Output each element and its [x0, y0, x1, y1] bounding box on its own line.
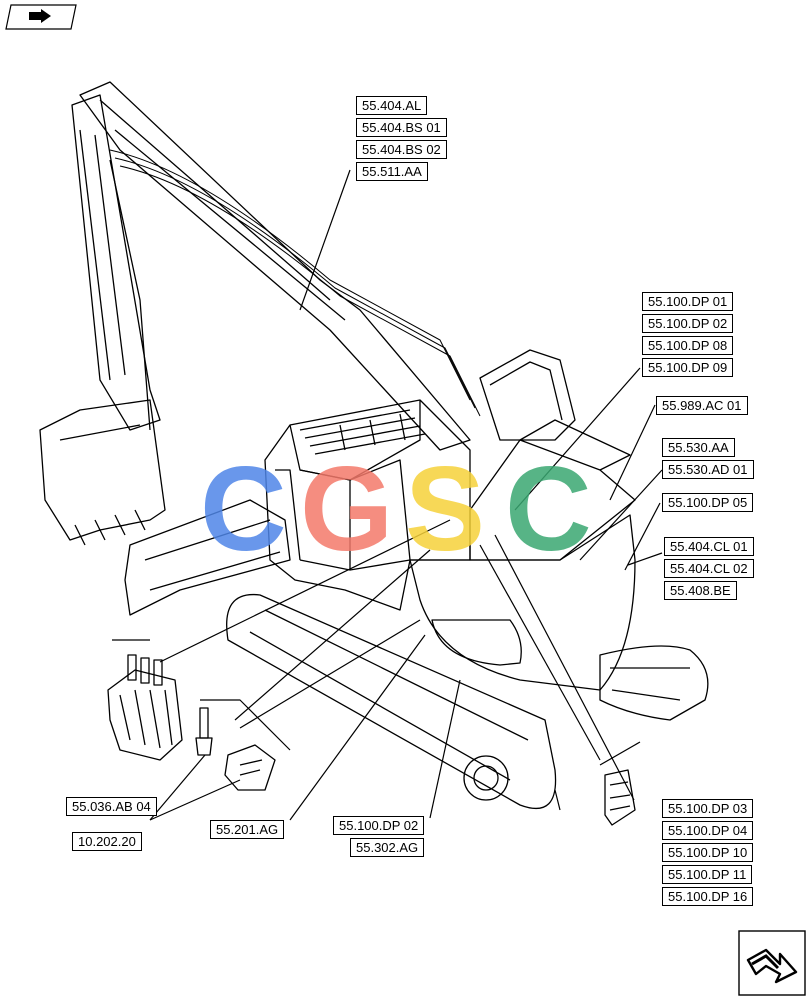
callout-55-404-al[interactable]: 55.404.AL: [356, 96, 428, 115]
callout-55-100-dp-04[interactable]: 55.100.DP 04: [662, 821, 754, 840]
callout-55-100-dp-10[interactable]: 55.100.DP 10: [662, 843, 754, 862]
callout-55-100-dp-09[interactable]: 55.100.DP 09: [642, 358, 734, 377]
callout-55-036-ab-04[interactable]: 55.036.AB 04: [66, 797, 157, 816]
callout-55-100-dp-11[interactable]: 55.100.DP 11: [662, 865, 753, 884]
callout-55-100-dp-01[interactable]: 55.100.DP 01: [642, 292, 734, 311]
callout-55-100-dp-05[interactable]: 55.100.DP 05: [662, 493, 754, 512]
watermark: C G S C: [200, 442, 592, 576]
track-right: [599, 645, 709, 721]
callout-10-202-20[interactable]: 10.202.20: [72, 832, 142, 851]
callout-55-100-dp-16[interactable]: 55.100.DP 16: [662, 887, 754, 906]
counterweight: [409, 514, 636, 691]
fuse-box: [604, 769, 636, 826]
callout-55-100-dp-03[interactable]: 55.100.DP 03: [662, 799, 754, 818]
callout-55-404-bs-01[interactable]: 55.404.BS 01: [356, 118, 447, 137]
callout-55-100-dp-08[interactable]: 55.100.DP 08: [642, 336, 734, 355]
boom: [79, 81, 471, 451]
next-page-arrow-icon[interactable]: [738, 930, 806, 996]
control-valve-block: [107, 654, 183, 761]
callout-55-404-bs-02[interactable]: 55.404.BS 02: [356, 140, 447, 159]
callout-55-989-ac-01[interactable]: 55.989.AC 01: [656, 396, 748, 415]
callout-55-530-ad-01[interactable]: 55.530.AD 01: [662, 460, 754, 479]
callout-55-408-be[interactable]: 55.408.BE: [664, 581, 737, 600]
callout-55-100-dp-02-lower[interactable]: 55.100.DP 02: [333, 816, 425, 835]
callout-55-302-ag[interactable]: 55.302.AG: [350, 838, 425, 857]
watermark-letter: S: [405, 442, 485, 576]
relay-switch: [224, 744, 276, 791]
bucket: [39, 399, 166, 541]
watermark-letter: G: [300, 442, 393, 576]
callout-55-201-ag[interactable]: 55.201.AG: [210, 820, 285, 839]
watermark-letter: C: [200, 442, 287, 576]
arm: [71, 94, 161, 431]
callout-55-100-dp-02[interactable]: 55.100.DP 02: [642, 314, 734, 333]
pressure-sensor: [195, 707, 213, 756]
track-left-inner: [249, 609, 529, 781]
callout-55-511-aa[interactable]: 55.511.AA: [356, 162, 428, 181]
watermark-letter: C: [505, 442, 592, 576]
callout-55-404-cl-01[interactable]: 55.404.CL 01: [664, 537, 754, 556]
dozer-blade: [124, 499, 291, 616]
callout-55-404-cl-02[interactable]: 55.404.CL 02: [664, 559, 754, 578]
book-arrow-icon[interactable]: [5, 4, 77, 30]
track-left: [226, 593, 557, 810]
callout-55-530-aa[interactable]: 55.530.AA: [662, 438, 735, 457]
